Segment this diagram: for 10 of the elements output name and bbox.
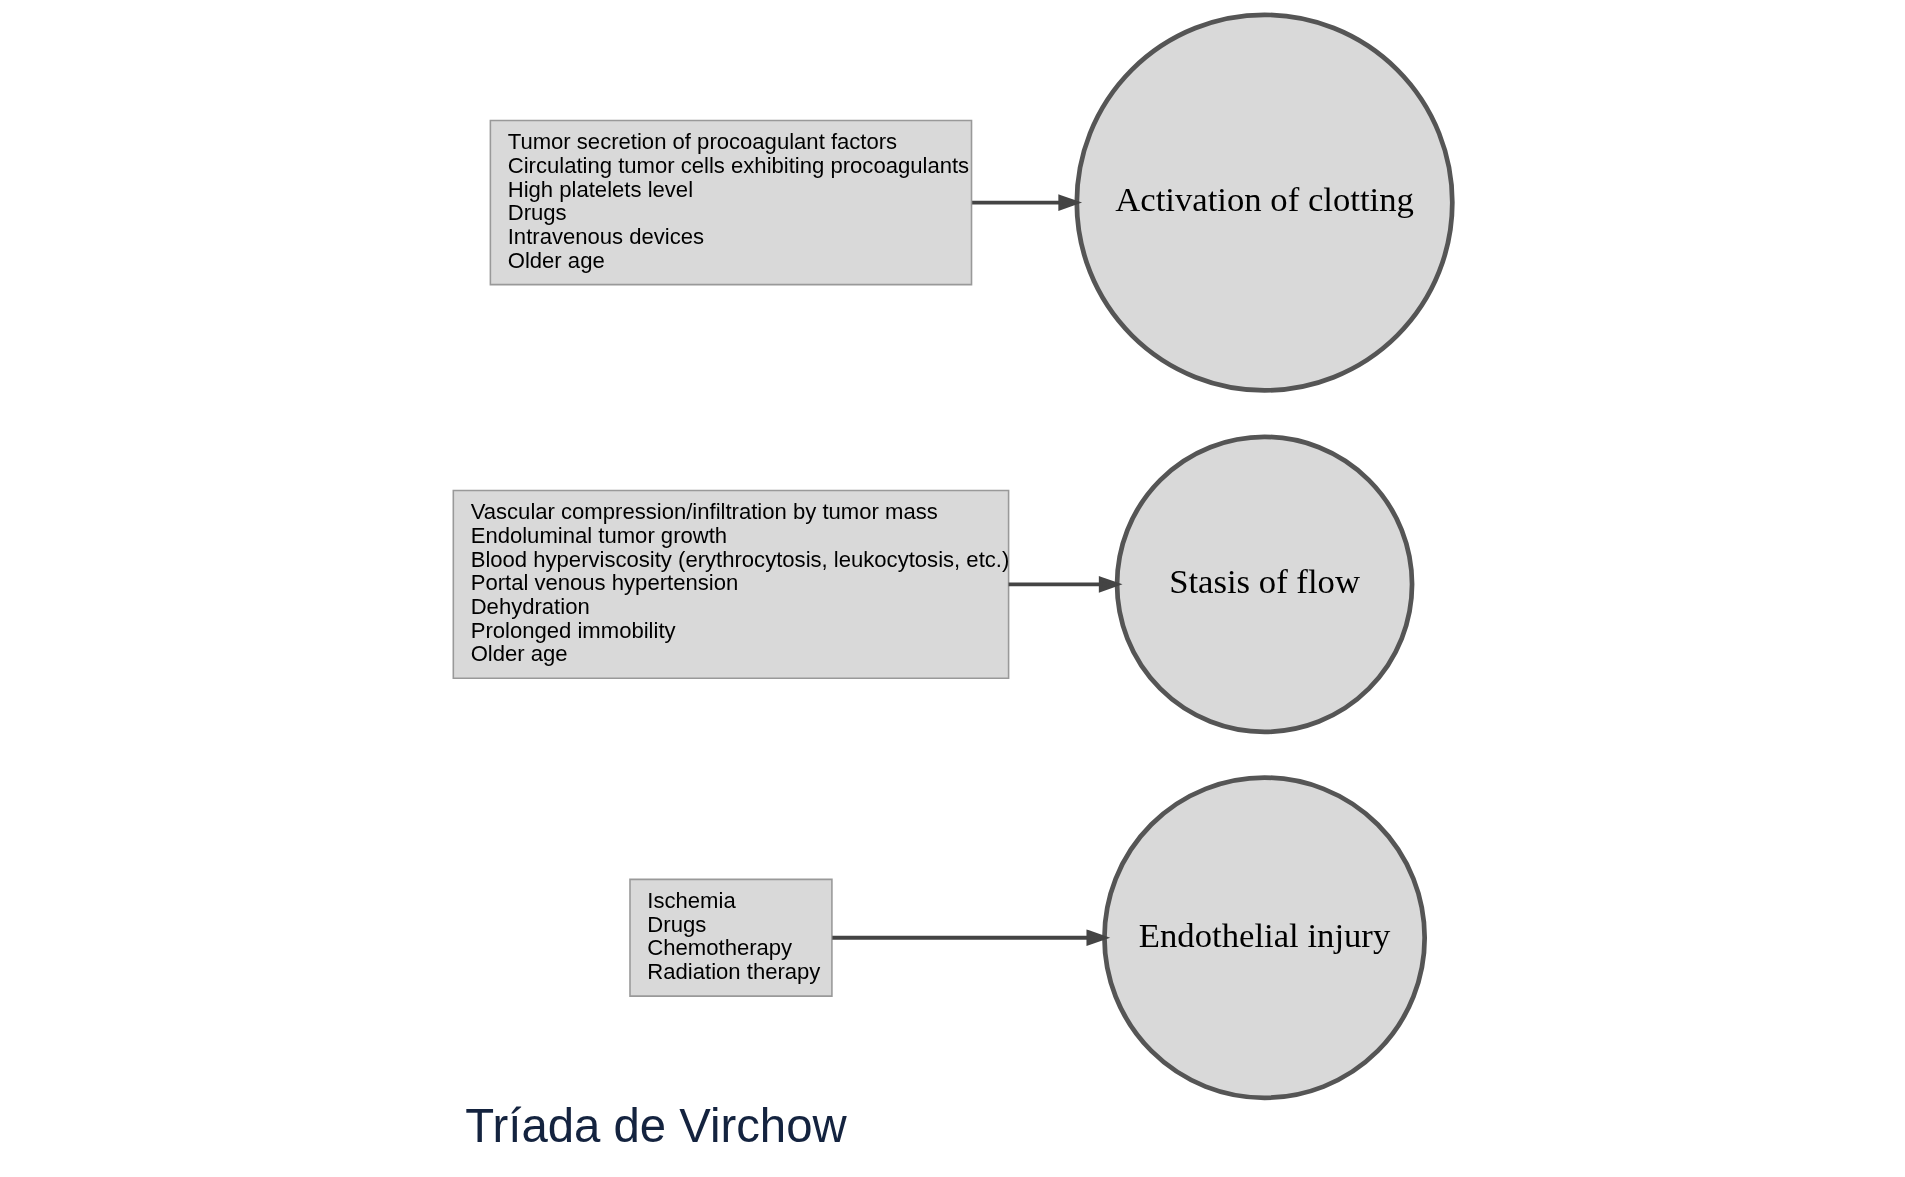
node-circle: Activation of clotting bbox=[1073, 12, 1455, 393]
arrow bbox=[971, 194, 1082, 211]
node-box: Ischemia Drugs Chemotherapy Radiation therapy bbox=[628, 878, 833, 997]
arrow bbox=[1008, 576, 1123, 593]
diagram-title: Tríada de Virchow bbox=[464, 1099, 847, 1153]
node-box: Tumor secretion of procoagulant factors Circulating tumor cells exhibiting procoagulants High platelets level Drugs Intravenous devices Older age bbox=[489, 119, 972, 286]
node-circle: Stasis of flow bbox=[1114, 434, 1414, 735]
node-circle: Endothelial injury bbox=[1101, 775, 1427, 1101]
node-box: Vascular compression/infiltration by tumor mass Endoluminal tumor growth Blood hyperviscosity (erythrocytosis, leukocytosis, etc.) Portal venous hypertension Dehydration Prolonged immobility Older age bbox=[452, 489, 1009, 679]
arrow bbox=[831, 929, 1110, 947]
